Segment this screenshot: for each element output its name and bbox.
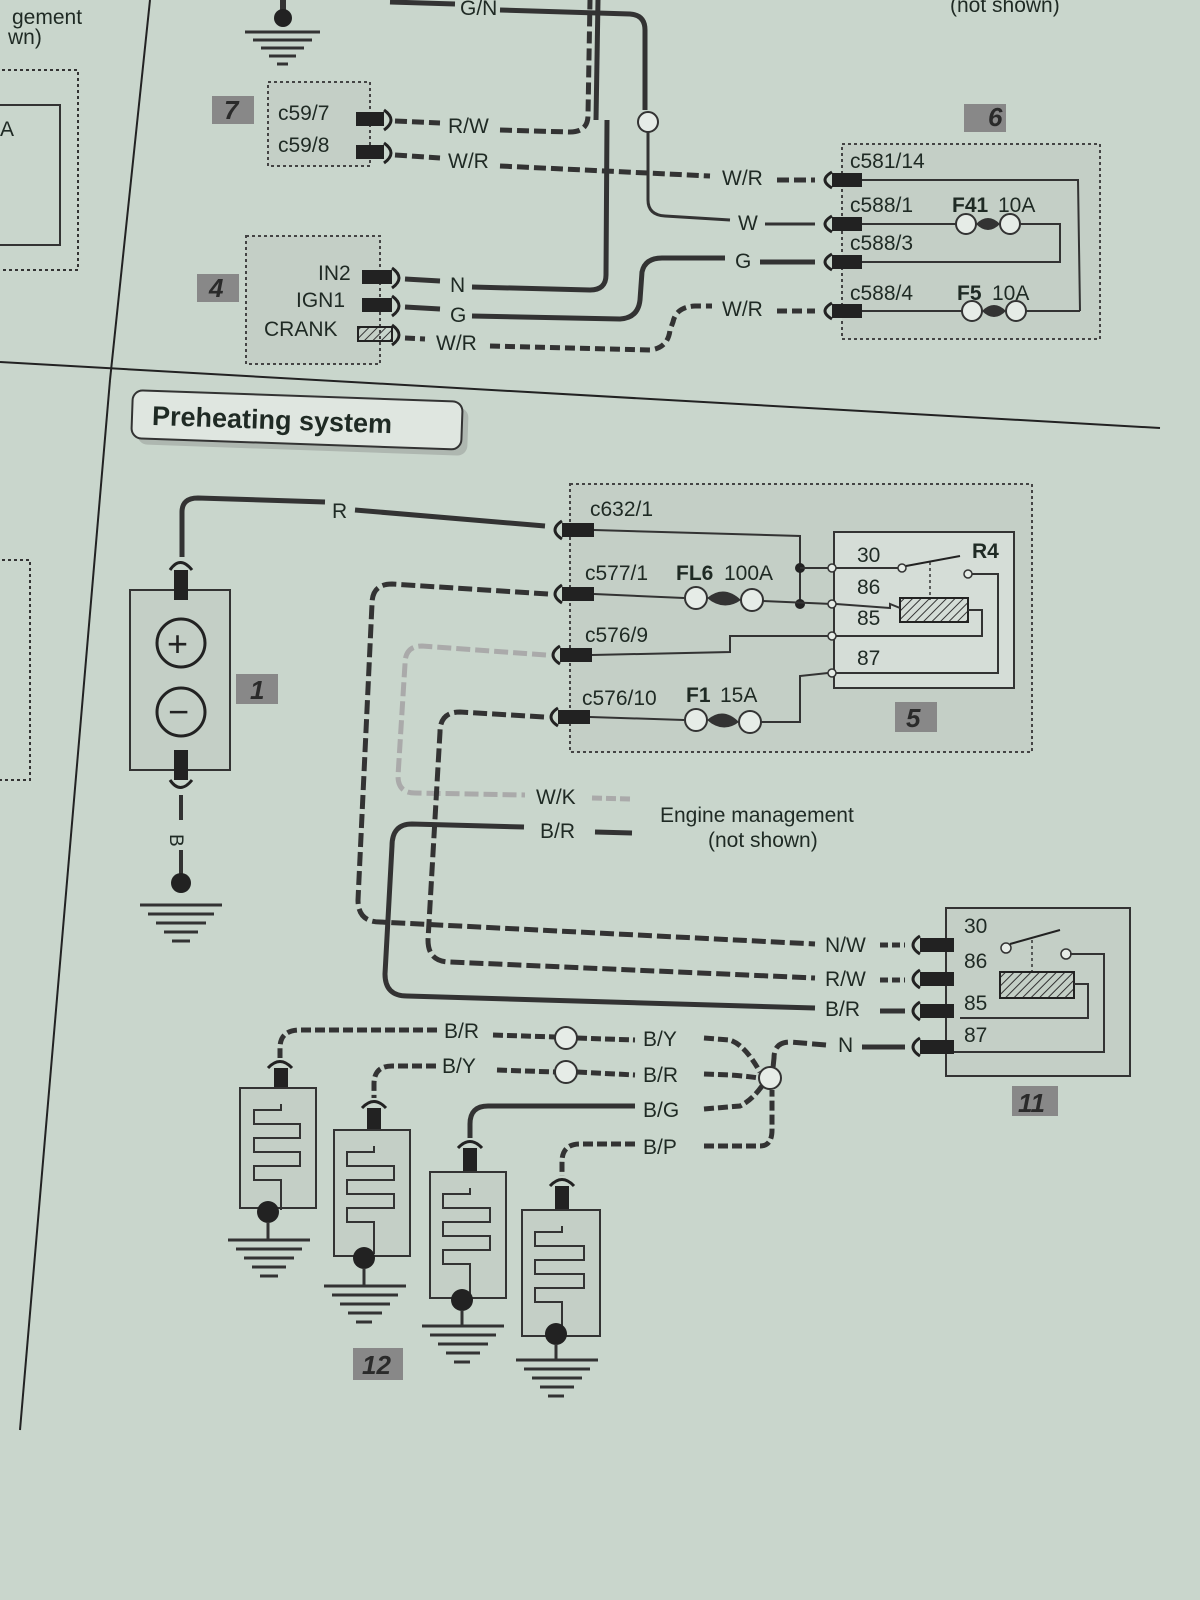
component-number-5: 5 [906,703,921,733]
fuse-id: F41 [952,194,989,217]
pin-label: c588/1 [850,194,913,217]
wire-label-wr: W/R [436,332,477,355]
component-number-12: 12 [362,1350,391,1380]
relay-terminal: 85 [857,607,880,630]
pin-label: c576/9 [585,624,648,647]
minus-sign: − [168,691,189,732]
page-frame [0,0,1161,1431]
fragment-text: wn) [7,26,42,49]
fuse-rating: 100A [724,562,773,585]
wire-label-nw: N/W [825,934,866,957]
component-number-7: 7 [224,95,240,125]
battery-1: + − [129,589,231,771]
ground-symbol [245,0,320,66]
fuse-symbol [684,708,762,734]
fuse-rating: 10A [992,282,1029,305]
wire-label-bp: B/P [643,1136,677,1159]
wire-label-n: N [450,274,465,297]
component-number-box [895,702,937,732]
wire-label-bg: B/G [643,1099,679,1122]
fuse-symbol [961,300,1027,322]
component-number-box [197,274,239,302]
relay-id: R4 [972,540,999,563]
fragment-text: (not shown) [950,0,1060,17]
wire-label-wr: W/R [722,298,763,321]
wire-label-br: B/R [540,820,575,843]
relay-terminal: 86 [964,950,987,973]
relay-terminal: 85 [964,992,987,1015]
pin-label: IGN1 [296,289,345,312]
wire-label-by: B/Y [442,1055,476,1078]
wire-label-br: B/R [643,1064,678,1087]
pin-label: IN2 [318,262,351,285]
component-number-box [353,1348,403,1380]
relay-terminal: 86 [857,576,880,599]
wire-label-wr: W/R [722,167,763,190]
fragment-box-inner [0,104,61,246]
component-number-1: 1 [250,675,264,705]
component-number-box [236,674,278,704]
wire-label-wr: W/R [448,150,489,173]
glow-plug [324,1129,411,1324]
wire-label-n: N [838,1034,853,1057]
wire-label-w: W [738,212,758,235]
glow-plug [516,1209,601,1398]
pin-label: c577/1 [585,562,648,585]
pin-label: CRANK [264,318,338,341]
pin-label: c588/4 [850,282,913,305]
component-number-box [212,96,254,124]
fuse-symbol [684,586,764,612]
not-shown-label: (not shown) [708,829,818,852]
wire-label-wk: W/K [536,786,576,809]
fragment-box [0,559,31,781]
fragment-box [0,69,79,271]
component-number-box [1012,1086,1058,1116]
fuse-id: F1 [686,684,711,707]
fuse-id: F5 [957,282,982,305]
component-number-4: 4 [208,273,224,303]
wire-label-g: G [450,304,466,327]
fuse-rating: 10A [998,194,1035,217]
plus-sign: + [167,623,188,664]
component-number-box [964,104,1006,132]
component-number-11: 11 [1018,1088,1045,1118]
glow-plug [422,1171,507,1364]
pin-label: c632/1 [590,498,653,521]
wire-label-g: G [735,250,751,273]
fuse-rating: 15A [720,684,757,707]
relay-terminal: 87 [964,1024,987,1047]
pin-label: c59/7 [278,102,329,125]
relay-terminal: 30 [964,915,987,938]
wire-label-by: B/Y [643,1028,677,1051]
engine-management-label: Engine management [660,804,854,827]
wire-label-br: B/R [825,998,860,1021]
component-number-6: 6 [988,102,1003,132]
section-title-badge: Preheating system [130,389,469,456]
wire-label-rw: R/W [825,968,866,991]
pin-label: c576/10 [582,687,657,710]
wire-label-r: R [332,500,347,523]
wire-label-gn: G/N [460,0,497,20]
wire-label-rw: R/W [448,115,489,138]
relay-terminal: 87 [857,647,880,670]
wire-label-b: B [165,834,186,847]
fuse-id: FL6 [676,562,713,585]
fragment-text: gement [12,6,82,29]
fragment-text: A [0,118,14,141]
glow-plug [228,1087,317,1278]
pin-label: c59/8 [278,134,329,157]
component-4-box [245,235,381,365]
ground-symbol [140,873,222,943]
pin-label: c588/3 [850,232,913,255]
relay-terminal: 30 [857,544,880,567]
wire-label-br: B/R [444,1020,479,1043]
pin-label: c581/14 [850,150,925,173]
